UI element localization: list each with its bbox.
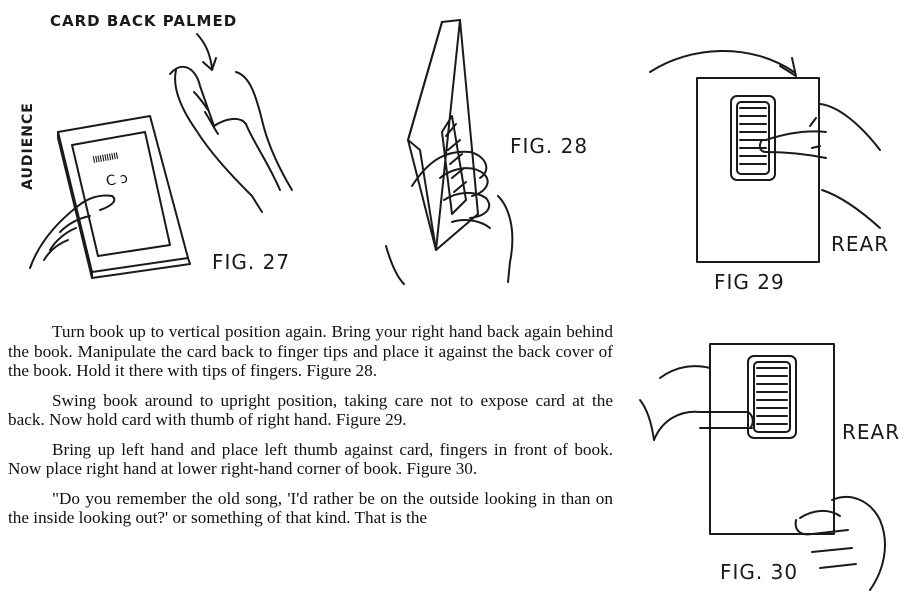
fig29-caption: FIG 29 [714, 270, 785, 294]
fig28-illustration [385, 19, 514, 285]
fig28-caption: FIG. 28 [510, 134, 589, 158]
rear-label-30: REAR [842, 420, 901, 444]
fig30-caption: FIG. 30 [720, 560, 799, 584]
paragraph-4: "Do you remember the old song, 'I'd rath… [8, 488, 613, 528]
paragraph-3: Bring up left hand and place left thumb … [8, 439, 613, 479]
paragraph-2: Swing book around to upright position, t… [8, 390, 613, 430]
fig29-illustration [649, 50, 881, 263]
card-back-palmed-label: CARD BACK PALMED [50, 12, 238, 30]
instruction-text: Turn book up to vertical position again.… [8, 322, 613, 538]
paragraph-1: Turn book up to vertical position again.… [8, 322, 613, 380]
rear-label-29: REAR [831, 232, 890, 256]
fig27-illustration [29, 33, 293, 279]
fig27-caption: FIG. 27 [212, 250, 291, 274]
